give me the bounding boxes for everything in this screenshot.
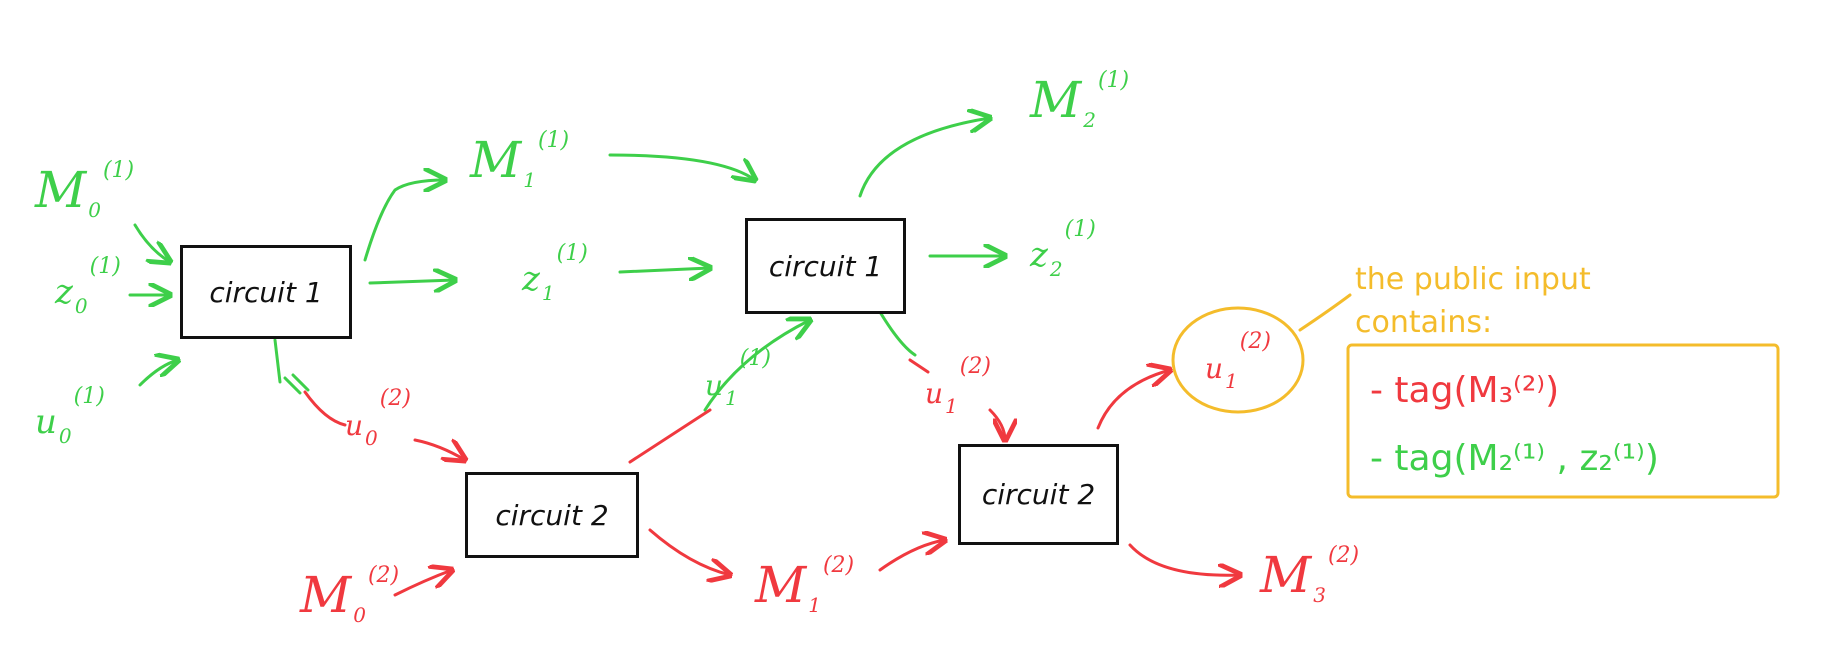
highlight-circle	[1171, 306, 1305, 414]
circuit-box-label: circuit 2	[495, 498, 609, 532]
tag-item-1: - tag(M₃⁽²⁾)	[1370, 370, 1560, 411]
arrow-z1-to-c1b	[618, 268, 710, 272]
circuit-box-2-left: circuit 2	[465, 472, 639, 558]
circuit-box-2-right: circuit 2	[958, 444, 1119, 545]
circuit-box-1-left: circuit 1	[180, 245, 352, 339]
arrow-c1b-to-M2	[858, 118, 990, 198]
line-c1-down	[273, 338, 282, 384]
arrow-c2-to-u11	[628, 408, 712, 464]
arrow-M0-to-c1	[133, 223, 170, 262]
line-c1b-down	[878, 310, 917, 357]
public-input-box	[1346, 343, 1780, 499]
arrow-c1-to-z1	[368, 280, 455, 283]
arrow-u12-to-c2b	[988, 408, 1005, 440]
callout-line	[1298, 293, 1352, 332]
arrow-M1-to-c1b	[608, 153, 755, 180]
arrow-M12-to-c2b	[878, 540, 945, 572]
circuit-box-label: circuit 2	[981, 478, 1096, 511]
arrow-c1-to-M1	[363, 180, 445, 262]
arrow-M02-to-c2	[393, 570, 452, 597]
arrow-u0-to-c1	[138, 360, 178, 387]
arrow-c2-to-M12	[648, 528, 730, 575]
arrow-c1b-to-u12	[908, 358, 930, 374]
circuit-box-label: circuit 1	[209, 275, 323, 309]
circuit-box-1-right: circuit 1	[745, 218, 906, 314]
tick-c1-down	[283, 373, 310, 395]
arrow-c1-to-u02	[303, 390, 347, 427]
arrow-u11-to-c1b	[703, 320, 810, 412]
note-line-2: contains:	[1355, 305, 1493, 340]
circuit-box-label: circuit 1	[768, 249, 883, 283]
arrow-c2b-to-M32	[1128, 543, 1240, 575]
tag-item-2: - tag(M₂⁽¹⁾ , z₂⁽¹⁾)	[1370, 438, 1659, 479]
arrow-u02-to-c2	[413, 438, 465, 460]
note-line-1: the public input	[1355, 262, 1591, 297]
arrow-c2b-to-u12b	[1096, 370, 1170, 430]
